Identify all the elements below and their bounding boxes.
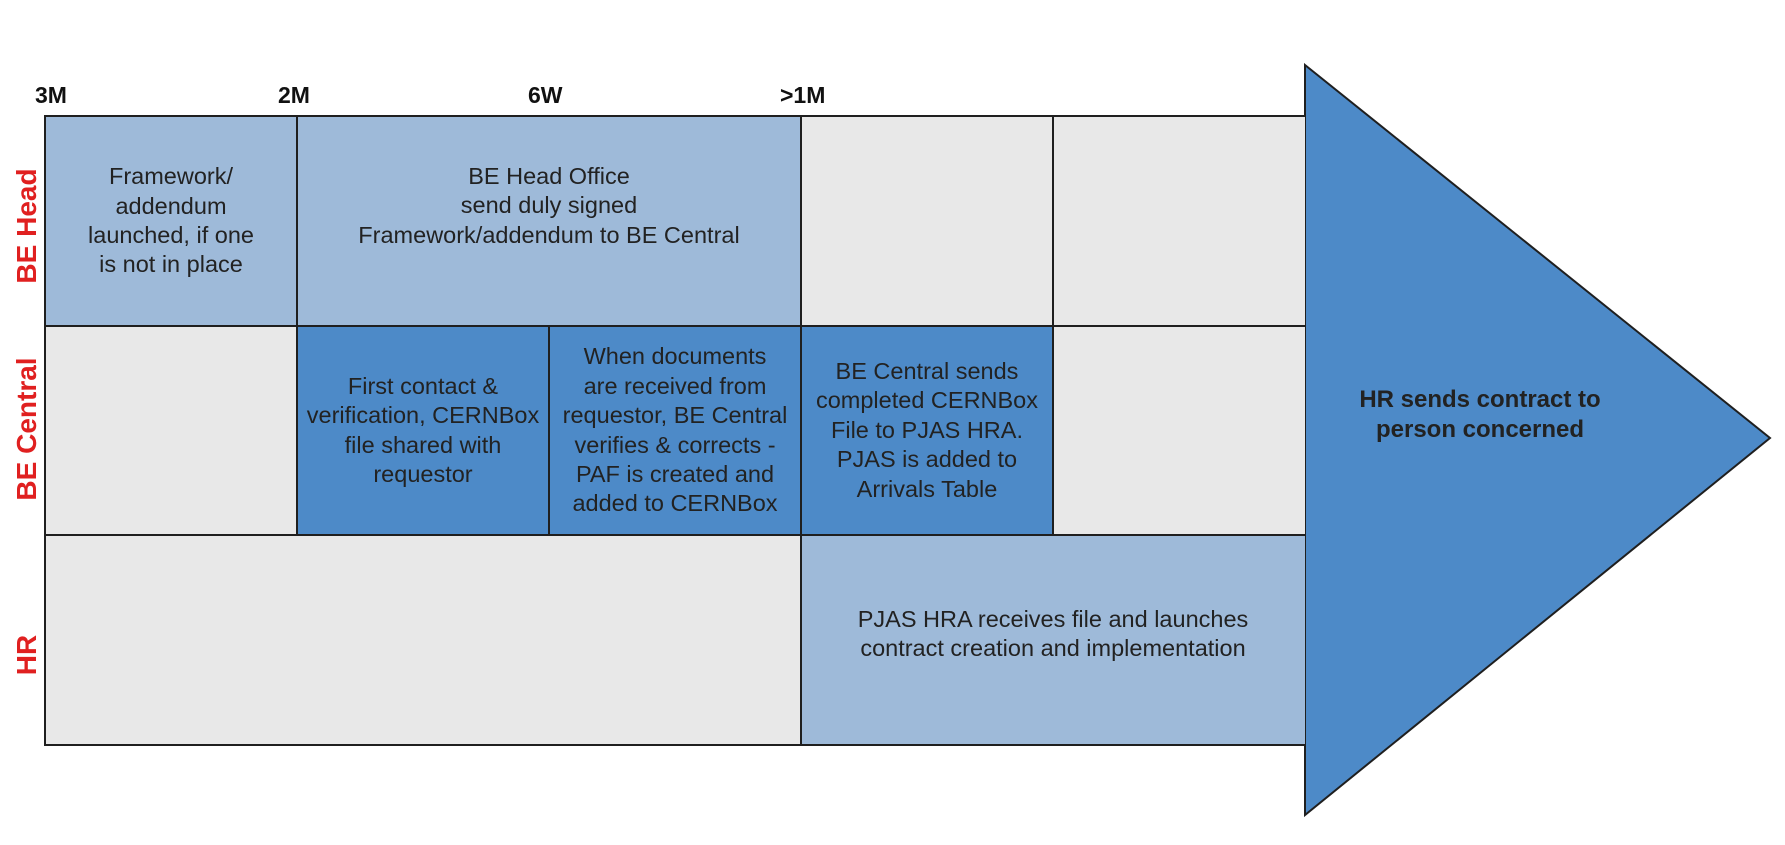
- cell-text: When documents are received from request…: [562, 343, 788, 517]
- grid-line-col-3: [800, 115, 802, 746]
- cell-be-central-empty-2: [1053, 326, 1305, 535]
- tick-3m: 3M: [35, 82, 67, 108]
- grid-line-col-4: [1052, 115, 1054, 536]
- cell-be-head-empty-2: [1053, 116, 1305, 326]
- cell-be-head-office: BE Head Office send duly signed Framewor…: [297, 116, 801, 326]
- lane-label-be-head: BE Head: [11, 168, 42, 284]
- cell-be-head-empty-1: [801, 116, 1053, 326]
- cell-text: First contact & verification, CERNBox fi…: [306, 372, 540, 487]
- grid-line-bottom: [44, 744, 1306, 746]
- grid-line-top: [44, 115, 1306, 117]
- grid-line-col-1: [296, 115, 298, 536]
- arrow-label: HR sends contract to person concerned: [1359, 386, 1601, 443]
- grid-line-row-1: [44, 325, 1306, 327]
- cell-text: PJAS HRA receives file and launches cont…: [857, 605, 1249, 661]
- grid-line-col-2: [548, 325, 550, 536]
- cell-hr-empty: [45, 535, 801, 745]
- cell-text: BE Head Office send duly signed Framewor…: [358, 162, 740, 248]
- cell-be-central-empty-1: [45, 326, 297, 535]
- cell-be-central-documents: When documents are received from request…: [549, 326, 801, 535]
- cell-text: Framework/ addendum launched, if one is …: [88, 163, 254, 278]
- cell-text: BE Central sends completed CERNBox File …: [815, 358, 1039, 502]
- cell-be-head-framework: Framework/ addendum launched, if one is …: [45, 116, 297, 326]
- cell-be-central-first-contact: First contact & verification, CERNBox fi…: [297, 326, 549, 535]
- grid-line-left: [44, 115, 46, 746]
- tick-1m: >1M: [780, 82, 826, 108]
- cell-be-central-sends: BE Central sends completed CERNBox File …: [801, 326, 1053, 535]
- tick-6w: 6W: [528, 82, 563, 108]
- lane-label-be-central: BE Central: [11, 357, 42, 501]
- tick-2m: 2M: [278, 82, 310, 108]
- grid-line-row-2: [44, 534, 1306, 536]
- lane-label-hr: HR: [11, 634, 42, 676]
- cell-hr-receives: PJAS HRA receives file and launches cont…: [801, 535, 1305, 745]
